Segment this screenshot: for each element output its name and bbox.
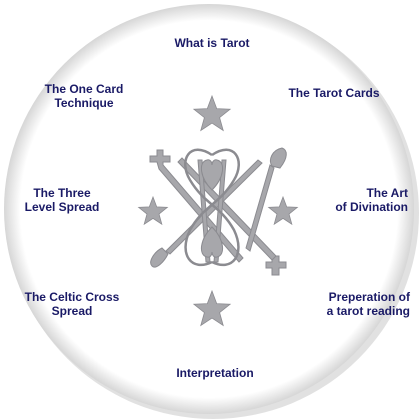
menu-link-label: The Celtic Cross xyxy=(24,290,120,304)
menu-link-label: The Three xyxy=(33,186,91,200)
menu-link-label: Technique xyxy=(54,96,114,110)
star-icon xyxy=(192,289,232,327)
menu-link-tarot-cards[interactable]: The Tarot Cards xyxy=(282,86,386,100)
menu-link-label: a tarot reading xyxy=(326,304,410,318)
star-icon xyxy=(267,195,299,226)
menu-link-what-is-tarot[interactable]: What is Tarot xyxy=(166,36,258,50)
menu-link-label: The One Card xyxy=(44,82,124,96)
menu-link-celtic-cross[interactable]: The Celtic Cross Spread xyxy=(18,290,126,318)
menu-link-label: The Art xyxy=(366,186,408,200)
menu-link-label: Interpretation xyxy=(176,366,254,380)
star-icon xyxy=(192,94,232,132)
hearts-and-crossed-wands-icon xyxy=(149,147,287,276)
menu-link-label: The Tarot Cards xyxy=(288,86,380,100)
menu-link-label: What is Tarot xyxy=(174,36,250,50)
menu-link-interpretation[interactable]: Interpretation xyxy=(170,366,260,380)
star-icon xyxy=(137,195,169,226)
menu-link-three-level[interactable]: The Three Level Spread xyxy=(12,186,112,214)
menu-link-one-card[interactable]: The One Card Technique xyxy=(34,82,134,110)
menu-link-art-of-divination[interactable]: The Art of Divination xyxy=(322,186,408,214)
menu-link-label: Spread xyxy=(51,304,93,318)
menu-link-label: Level Spread xyxy=(24,200,100,214)
menu-link-label: Preperation of xyxy=(328,290,410,304)
menu-link-label: of Divination xyxy=(335,200,408,214)
menu-link-preparation[interactable]: Preperation of a tarot reading xyxy=(306,290,410,318)
